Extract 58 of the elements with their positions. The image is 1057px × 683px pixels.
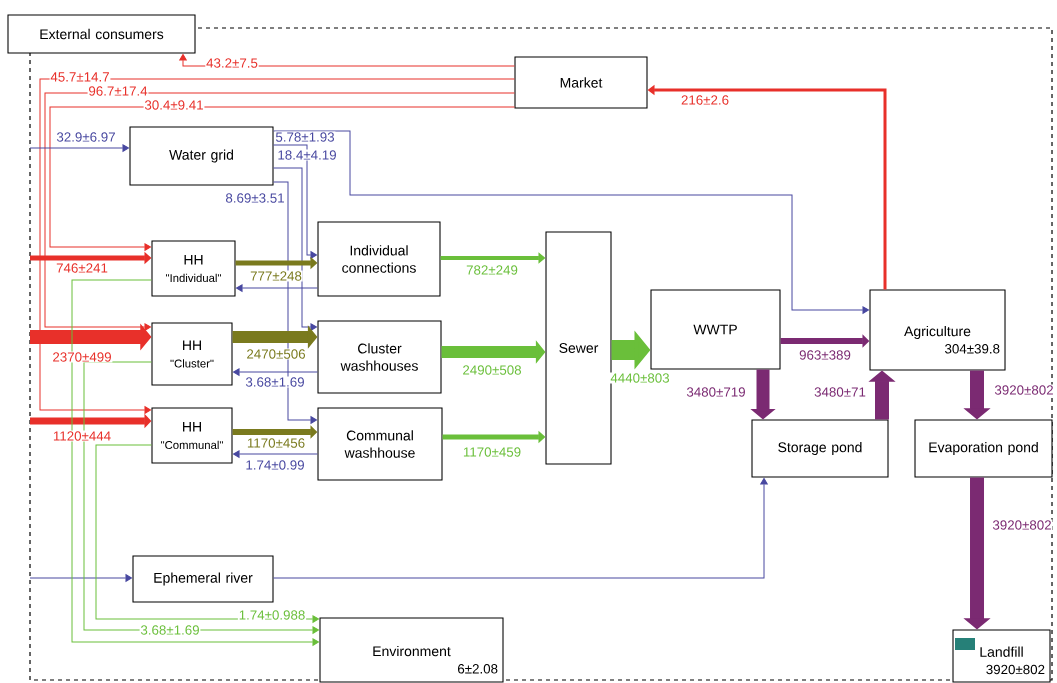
edge-label: 4440±803 — [609, 372, 671, 384]
edge-label: 746±241 — [55, 262, 109, 274]
process-box: Evaporation pond — [914, 419, 1053, 478]
process-box: External consumers — [7, 14, 196, 54]
flow-arrow — [236, 284, 318, 292]
process-box: HH "Communal" — [151, 407, 233, 464]
process-box: Communal washhouse — [317, 407, 443, 481]
flow-arrow — [233, 450, 318, 458]
flow-arrow — [233, 368, 318, 376]
flow-arrow — [273, 478, 768, 579]
edge-label: 2470±506 — [245, 348, 307, 360]
edge-label: 43.2±7.5 — [205, 57, 259, 69]
edge-label: 96.7±17.4 — [87, 85, 149, 97]
edge-label: 782±249 — [465, 264, 519, 276]
edge-label: 3.68±1.69 — [139, 624, 201, 636]
flow-arrow — [273, 144, 317, 259]
edge-label: 1170±456 — [246, 437, 306, 449]
process-box: Market — [514, 56, 648, 109]
edge-label: 1.74±0.99 — [244, 459, 306, 471]
process-box: WWTP — [650, 289, 781, 370]
edge-label: 32.9±6.97 — [55, 131, 117, 143]
edge-label: 8.69±3.51 — [224, 192, 286, 204]
flow-arrow — [29, 574, 132, 582]
process-box: Landfill 3920±802 — [952, 629, 1051, 683]
flow-arrow — [29, 144, 129, 152]
edge-label: 30.4±9.41 — [143, 99, 205, 111]
edge-label: 3.68±1.69 — [244, 376, 306, 388]
edge-label: 2370±499 — [51, 351, 113, 363]
process-box: Ephemeral river — [132, 555, 274, 603]
process-box: Sewer — [545, 231, 612, 465]
edge-label: 3480±719 — [685, 386, 747, 398]
edge-label: 3920±802 — [993, 384, 1055, 396]
flow-arrow — [49, 106, 515, 251]
flow-arrow — [44, 92, 515, 331]
edge-label: 2490±508 — [461, 364, 523, 376]
edge-label: 5.78±1.93 — [274, 131, 336, 143]
edge-label: 216±2.6 — [680, 94, 730, 106]
edge-label: 3920±802 — [991, 519, 1053, 531]
edge-label: 3480±71 — [813, 386, 867, 398]
flow-arrow — [273, 130, 869, 314]
process-box: Agriculture 304±39.8 — [869, 289, 1006, 371]
edge-label: 18.4±4.19 — [276, 149, 338, 161]
flow-arrow — [39, 78, 515, 414]
edge-label: 777±248 — [249, 270, 303, 282]
flow-arrow — [273, 167, 317, 331]
process-box: Cluster washhouses — [317, 320, 442, 394]
process-box: Water grid — [129, 126, 274, 186]
edge-label: 1120±444 — [52, 430, 112, 442]
process-box: Environment 6±2.08 — [319, 617, 504, 683]
flow-arrow — [71, 279, 319, 646]
process-box: Storage pond — [751, 419, 889, 478]
edge-label: 45.7±14.7 — [49, 71, 111, 83]
edge-label: 1.74±0.988 — [237, 609, 307, 621]
process-box: HH "Individual" — [151, 240, 236, 297]
process-box: HH "Cluster" — [151, 322, 233, 386]
process-box: Individual connections — [317, 221, 441, 297]
edge-label: 963±389 — [798, 349, 852, 361]
edge-label: 1170±459 — [462, 446, 522, 458]
